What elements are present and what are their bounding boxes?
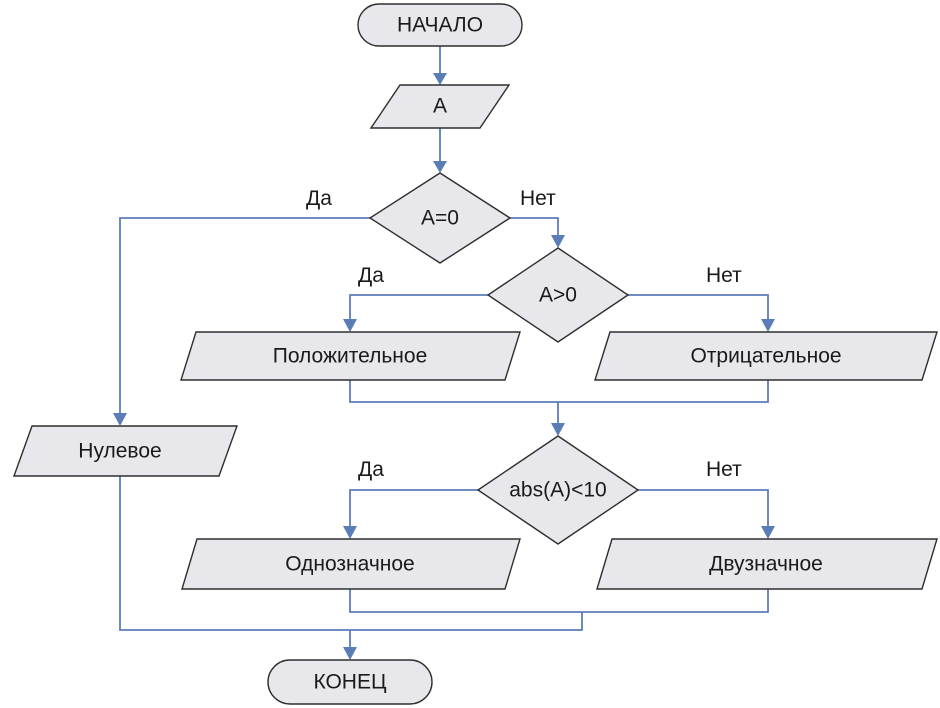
branch-abs-no: Нет: [706, 458, 742, 481]
out-double-label: Двузначное: [709, 553, 823, 576]
branch-abs-yes: Да: [358, 458, 384, 481]
connector-positive-yes: [349, 294, 488, 320]
connector-positive-no: [628, 294, 769, 320]
node-input-a: A: [369, 84, 511, 129]
connector-zero-no: [510, 217, 559, 236]
arrowhead-cond-positive: [551, 235, 565, 248]
node-cond-zero: A=0: [368, 172, 512, 264]
branch-positive-no: Нет: [706, 264, 742, 287]
connector-zero-to-end: [119, 476, 583, 631]
node-cond-positive: A>0: [486, 247, 630, 343]
io-input-a: [369, 84, 511, 129]
arrowhead-out-negative: [761, 319, 775, 332]
arrowhead-end: [343, 647, 357, 660]
branch-labels: Да Нет Да Нет Да Нет: [306, 187, 742, 481]
terminator-end: [267, 659, 433, 705]
start-label: НАЧАЛО: [397, 14, 483, 37]
cond-abs-label: abs(A)<10: [509, 479, 606, 502]
node-out-single: Однозначное: [181, 538, 521, 590]
connector-merge-sign: [349, 380, 769, 403]
connector-abs-yes: [349, 489, 478, 527]
node-end: КОНЕЦ: [267, 659, 433, 705]
cond-positive-label: A>0: [539, 284, 577, 307]
arrowhead-out-zero: [113, 413, 127, 426]
node-start: НАЧАЛО: [357, 3, 523, 47]
io-out-zero: [13, 425, 238, 477]
branch-zero-yes: Да: [306, 187, 332, 210]
out-single-label: Однозначное: [285, 553, 415, 576]
out-positive-label: Положительное: [273, 345, 428, 368]
terminator-start: [357, 3, 523, 47]
io-out-single: [181, 538, 521, 590]
decision-abs: [476, 435, 640, 545]
out-zero-label: Нулевое: [78, 440, 161, 463]
decision-positive: [486, 247, 630, 343]
branch-positive-yes: Да: [358, 264, 384, 287]
node-out-zero: Нулевое: [13, 425, 238, 477]
connectors: [113, 46, 775, 660]
connector-merge-digits: [349, 589, 769, 613]
arrowhead-out-double: [761, 526, 775, 539]
node-out-double: Двузначное: [596, 538, 938, 590]
input-a-label: A: [433, 95, 447, 118]
node-cond-abs: abs(A)<10: [476, 435, 640, 545]
decision-zero: [368, 172, 512, 264]
arrowhead-cond-zero: [433, 161, 447, 173]
arrowhead-out-positive: [343, 319, 357, 332]
cond-zero-label: A=0: [421, 207, 459, 230]
arrowhead-input: [433, 73, 447, 85]
io-out-double: [596, 538, 938, 590]
io-out-positive: [180, 331, 521, 381]
branch-zero-no: Нет: [520, 187, 556, 210]
arrowhead-cond-abs: [551, 423, 565, 436]
connector-zero-yes: [119, 217, 370, 414]
out-negative-label: Отрицательное: [690, 345, 841, 368]
end-label: КОНЕЦ: [313, 671, 387, 694]
arrowhead-out-single: [343, 526, 357, 539]
io-out-negative: [594, 331, 938, 381]
node-out-negative: Отрицательное: [594, 331, 938, 381]
node-out-positive: Положительное: [180, 331, 521, 381]
connector-abs-no: [638, 489, 769, 527]
